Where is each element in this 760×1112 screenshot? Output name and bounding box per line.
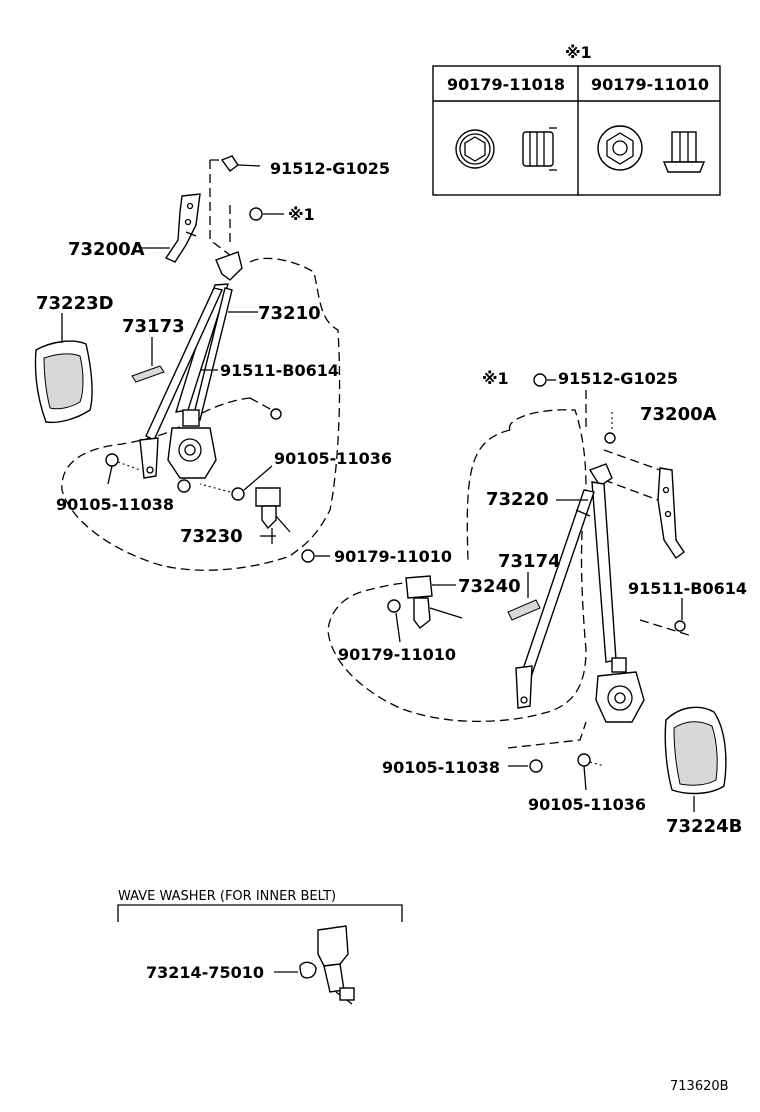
figure-code: 713620B	[670, 1079, 729, 1094]
buckle-73230-icon	[255, 487, 291, 544]
left-seat-assembly	[34, 155, 341, 571]
lower-anchor-plate-left	[139, 437, 159, 479]
label-mark1-right: ※1	[482, 369, 509, 388]
bolt-91512-right-icon	[533, 373, 556, 387]
label-73173: 73173	[122, 316, 185, 337]
label-90105-11036-right: 90105-11036	[528, 795, 646, 814]
nut-90179-11010-mid-icon	[301, 549, 330, 563]
bolt-91512-left-icon	[220, 155, 261, 172]
serrated-nut-side-icon	[522, 127, 557, 171]
retractor-cover-73223D-icon	[34, 313, 93, 424]
label-91512-g1025-left: 91512-G1025	[270, 159, 390, 178]
nut-table-col1-header: 90179-11018	[447, 75, 565, 94]
flange-nut-top-icon	[597, 125, 643, 171]
retractor-left-icon	[167, 409, 217, 493]
lower-anchor-plate-right	[515, 665, 533, 709]
serrated-nut-top-icon	[455, 129, 495, 169]
label-90105-11036-left: 90105-11036	[274, 449, 392, 468]
upper-anchor-bracket-right	[657, 467, 685, 560]
bolt-90105-11036-right-icon	[577, 753, 605, 791]
left-seat-outline	[61, 257, 341, 571]
seat-belt-73220-webbing	[519, 463, 617, 681]
label-90179-11010-low: 90179-11010	[338, 645, 456, 664]
bolt-small-right-icon	[604, 412, 616, 444]
bolt-90105-11036-left-icon	[199, 465, 273, 501]
label-73214-75010: 73214-75010	[146, 963, 264, 982]
retractor-cover-73224B-icon	[664, 706, 727, 812]
right-seat-outline	[327, 409, 587, 723]
label-mark1-left: ※1	[288, 205, 315, 224]
nut-table-col2-header: 90179-11010	[591, 75, 709, 94]
upper-anchor-bracket-left	[164, 193, 201, 263]
nut-90179-11010-low-icon	[387, 599, 401, 643]
label-73240: 73240	[458, 576, 521, 597]
label-73200A-left: 73200A	[68, 239, 145, 260]
wave-washer-title: WAVE WASHER (FOR INNER BELT)	[118, 889, 336, 904]
label-73224B: 73224B	[666, 816, 742, 837]
bolt-90105-11038-right-icon	[507, 721, 587, 773]
part-labels: 91512-G1025 ※1 73200A 73223D 73173 73210…	[36, 159, 747, 1094]
label-73220: 73220	[486, 489, 549, 510]
trim-73173-icon	[131, 337, 165, 383]
label-73230: 73230	[180, 526, 243, 547]
label-91511-b0614-left: 91511-B0614	[220, 361, 339, 380]
bolt-90105-11038-left-icon	[105, 453, 141, 485]
bolt-91511-left-icon	[249, 397, 282, 420]
label-73174: 73174	[498, 551, 561, 572]
label-90105-11038-right: 90105-11038	[382, 758, 500, 777]
nut-table-mark: ※1	[565, 43, 592, 62]
label-91511-b0614-right: 91511-B0614	[628, 579, 747, 598]
nut-table-border	[432, 65, 721, 196]
flange-nut-side-icon	[662, 131, 706, 173]
nut-mark1-left-icon	[249, 207, 284, 221]
nut-table: ※1 90179-11018 90179-11010	[432, 43, 721, 196]
buckle-73240-icon	[405, 575, 463, 629]
label-91512-g1025-right: 91512-G1025	[558, 369, 678, 388]
label-73210: 73210	[258, 303, 321, 324]
seat-belt-73210-webbing	[145, 251, 243, 441]
wave-washer-section: WAVE WASHER (FOR INNER BELT)	[117, 889, 403, 1005]
trim-73174-icon	[507, 572, 541, 621]
inner-buckle-73214-icon	[274, 925, 355, 1005]
bolt-91511-right-icon	[639, 598, 693, 637]
label-90105-11038-left: 90105-11038	[56, 495, 174, 514]
label-90179-11010-mid: 90179-11010	[334, 547, 452, 566]
label-73200A-right: 73200A	[640, 404, 717, 425]
right-seat-assembly	[327, 373, 727, 812]
retractor-right-icon	[595, 657, 645, 723]
label-73223D: 73223D	[36, 293, 114, 314]
